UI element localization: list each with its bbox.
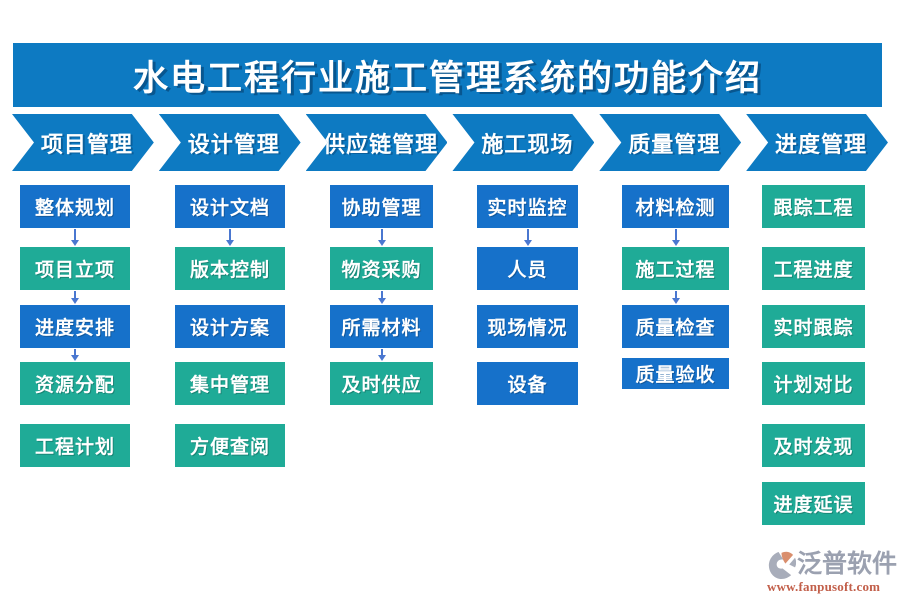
- flow-box-label: 进度安排: [34, 318, 115, 339]
- flow-box-project-management-3: 资源分配: [20, 362, 130, 405]
- flow-box-supply-chain-management-3: 及时供应: [330, 362, 433, 405]
- flow-box-label: 所需材料: [341, 318, 422, 339]
- stage-header-label: 供应链管理: [323, 131, 439, 157]
- down-arrow-icon: [226, 229, 234, 246]
- footer-site-url: www.fanpusoft.com: [767, 579, 881, 594]
- flow-box-label: 整体规划: [34, 198, 115, 219]
- flow-box-label: 集中管理: [189, 375, 270, 396]
- flow-box-quality-management-3: 质量验收: [622, 358, 729, 389]
- footer-brand-row: 泛普软件: [767, 550, 897, 581]
- flow-box-label: 人员: [507, 260, 548, 281]
- flow-box-construction-site-0: 实时监控: [477, 185, 578, 228]
- stage-header-quality-management: 质量管理: [599, 114, 741, 171]
- flow-box-schedule-management-5: 进度延误: [762, 482, 865, 525]
- flow-box-label: 协助管理: [341, 198, 422, 219]
- flow-box-label: 进度延误: [773, 495, 854, 516]
- flow-box-label: 材料检测: [635, 198, 716, 219]
- flow-box-label: 工程进度: [773, 260, 854, 281]
- flow-box-project-management-0: 整体规划: [20, 185, 130, 228]
- flow-box-design-management-0: 设计文档: [175, 185, 285, 228]
- flow-box-label: 及时供应: [341, 375, 422, 396]
- down-arrow-icon: [671, 291, 680, 304]
- stage-header-supply-chain-management: 供应链管理: [306, 114, 448, 171]
- flow-box-design-management-1: 版本控制: [175, 247, 285, 290]
- flow-box-label: 施工过程: [635, 260, 716, 281]
- flow-box-design-management-3: 集中管理: [175, 362, 285, 405]
- flow-box-label: 质量检查: [635, 318, 716, 339]
- flow-box-design-management-4: 方便查阅: [175, 424, 285, 467]
- flow-box-label: 工程计划: [34, 437, 115, 458]
- flow-box-label: 版本控制: [189, 260, 270, 281]
- stage-header-label: 进度管理: [775, 131, 868, 157]
- flow-box-quality-management-2: 质量检查: [622, 305, 729, 348]
- flow-box-label: 项目立项: [34, 260, 115, 281]
- stage-header-label: 施工现场: [481, 131, 574, 157]
- down-arrow-icon: [377, 291, 386, 304]
- flow-box-project-management-2: 进度安排: [20, 305, 130, 348]
- down-arrow-icon: [523, 229, 532, 246]
- down-arrow-icon: [71, 291, 79, 304]
- flow-box-quality-management-0: 材料检测: [622, 185, 729, 228]
- fanpu-logo-icon: [767, 550, 797, 581]
- flow-box-label: 设计文档: [189, 198, 270, 219]
- flow-box-label: 及时发现: [773, 437, 854, 458]
- down-arrow-icon: [377, 349, 386, 361]
- flow-box-supply-chain-management-0: 协助管理: [330, 185, 433, 228]
- down-arrow-icon: [71, 349, 79, 361]
- flow-box-quality-management-1: 施工过程: [622, 247, 729, 290]
- stage-header-label: 项目管理: [40, 131, 133, 157]
- flow-box-construction-site-1: 人员: [477, 247, 578, 290]
- stage-header-label: 质量管理: [628, 131, 721, 157]
- flow-box-project-management-1: 项目立项: [20, 247, 130, 290]
- stage-header-schedule-management: 进度管理: [746, 114, 888, 171]
- footer-brand-name: 泛普软件: [797, 551, 898, 579]
- title-banner: 水电工程行业施工管理系统的功能介绍: [13, 43, 882, 107]
- stage-header-project-management: 项目管理: [12, 114, 154, 171]
- flow-box-schedule-management-1: 工程进度: [762, 247, 865, 290]
- flow-box-label: 质量验收: [635, 365, 716, 386]
- flow-box-label: 物资采购: [341, 260, 422, 281]
- flow-box-construction-site-2: 现场情况: [477, 305, 578, 348]
- flow-box-design-management-2: 设计方案: [175, 305, 285, 348]
- flow-box-label: 实时跟踪: [773, 318, 854, 339]
- flow-box-label: 设备: [507, 375, 548, 396]
- stage-header-design-management: 设计管理: [159, 114, 301, 171]
- flow-box-label: 计划对比: [773, 375, 854, 396]
- flow-box-schedule-management-4: 及时发现: [762, 424, 865, 467]
- footer-brand-block: 泛普软件 www.fanpusoft.com: [767, 550, 897, 595]
- down-arrow-icon: [377, 229, 386, 246]
- flow-box-label: 方便查阅: [189, 437, 270, 458]
- stage-header-construction-site: 施工现场: [452, 114, 594, 171]
- flow-box-supply-chain-management-2: 所需材料: [330, 305, 433, 348]
- flow-box-project-management-4: 工程计划: [20, 424, 130, 467]
- down-arrow-icon: [671, 229, 680, 246]
- ribbon-row: 项目管理 设计管理 供应链管理 施工现场 质量管理 进度管理: [12, 114, 888, 171]
- flow-box-label: 跟踪工程: [773, 198, 854, 219]
- flow-box-schedule-management-3: 计划对比: [762, 362, 865, 405]
- down-arrow-icon: [71, 229, 79, 246]
- flow-box-supply-chain-management-1: 物资采购: [330, 247, 433, 290]
- page-title: 水电工程行业施工管理系统的功能介绍: [132, 58, 762, 98]
- stage-header-label: 设计管理: [187, 131, 280, 157]
- flow-box-label: 资源分配: [34, 375, 115, 396]
- flow-box-label: 现场情况: [487, 318, 568, 339]
- flow-box-label: 实时监控: [487, 198, 568, 219]
- flow-box-construction-site-3: 设备: [477, 362, 578, 405]
- flow-box-label: 设计方案: [189, 318, 270, 339]
- flow-box-schedule-management-2: 实时跟踪: [762, 305, 865, 348]
- flow-box-schedule-management-0: 跟踪工程: [762, 185, 865, 228]
